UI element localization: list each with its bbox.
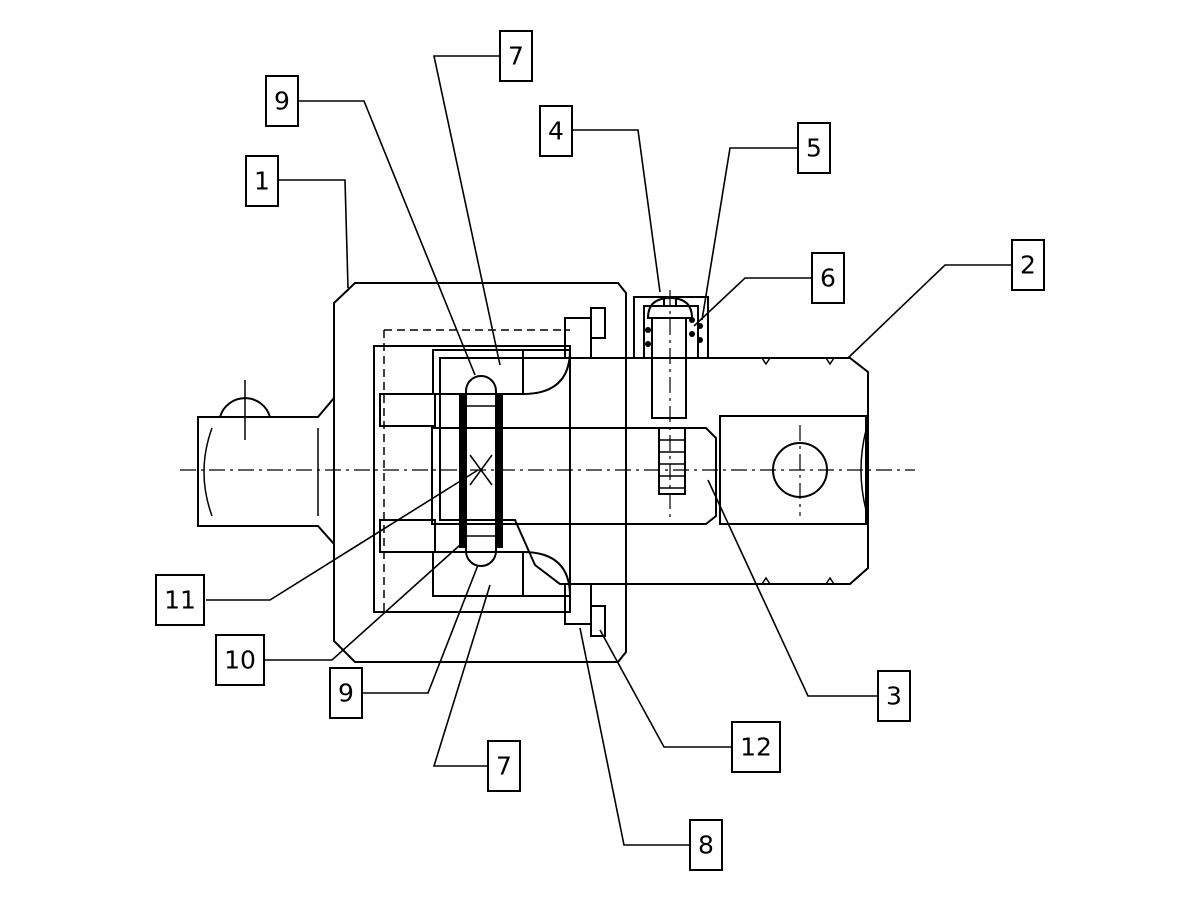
callout-label: 5 — [806, 134, 822, 163]
inner-spindle — [431, 427, 717, 525]
callout-9-bottom: 9 — [329, 667, 363, 719]
screw-assembly — [633, 290, 709, 520]
callout-12: 12 — [731, 721, 781, 773]
callout-5: 5 — [797, 122, 831, 174]
callout-11: 11 — [155, 574, 205, 626]
square-drive — [197, 380, 335, 547]
seal-rings — [564, 307, 606, 637]
callout-4: 4 — [539, 105, 573, 157]
callout-label: 7 — [496, 752, 512, 781]
callout-label: 1 — [254, 167, 270, 196]
callout-label: 11 — [164, 586, 196, 615]
callout-7-bottom: 7 — [487, 740, 521, 792]
callout-label: 6 — [820, 264, 836, 293]
callout-label: 4 — [548, 117, 564, 146]
callout-1: 1 — [245, 155, 279, 207]
construction-lines — [180, 329, 915, 613]
callout-10: 10 — [215, 634, 265, 686]
spider-blocks — [379, 349, 572, 597]
callout-label: 9 — [338, 679, 354, 708]
callout-label: 7 — [508, 42, 524, 71]
callout-label: 8 — [698, 831, 714, 860]
callout-9-top: 9 — [265, 75, 299, 127]
callout-label: 9 — [274, 87, 290, 116]
callout-label: 2 — [1020, 251, 1036, 280]
drive-shaft — [439, 357, 869, 585]
callout-2: 2 — [1011, 239, 1045, 291]
cross-pin — [459, 375, 503, 567]
callout-3: 3 — [877, 670, 911, 722]
leader-lines — [206, 55, 1012, 846]
callout-7-top: 7 — [499, 30, 533, 82]
callout-label: 10 — [224, 646, 256, 675]
callout-8: 8 — [689, 819, 723, 871]
callout-6: 6 — [811, 252, 845, 304]
callout-label: 3 — [886, 682, 902, 711]
callout-label: 12 — [740, 733, 772, 762]
